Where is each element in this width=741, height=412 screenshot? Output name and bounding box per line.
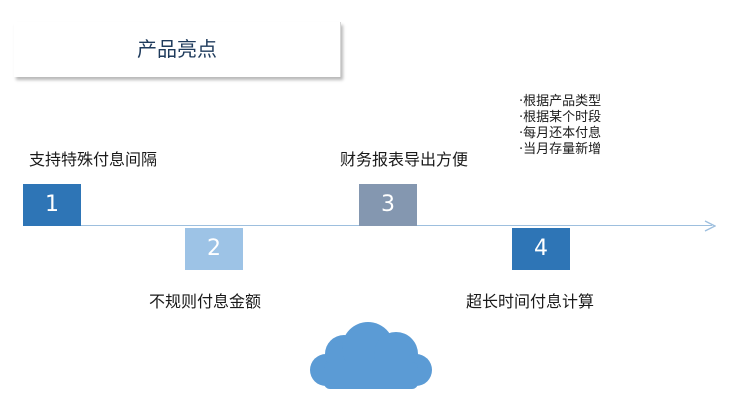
step-4-label: 超长时间付息计算 [466,292,595,311]
notes-list: ·根据产品类型 ·根据某个时段 ·每月还本付息 ·当月存量新增 [519,94,601,158]
timeline-arrowhead [704,220,716,232]
step-2-label: 不规则付息金额 [149,292,262,311]
step-1-label: 支持特殊付息间隔 [29,150,158,169]
title-box: 产品亮点 [14,22,341,77]
note-item: ·当月存量新增 [519,142,602,157]
page-title: 产品亮点 [137,37,217,61]
step-4-box: 4 [512,228,570,270]
step-2-box: 2 [185,228,243,270]
note-item: ·根据产品类型 [519,94,602,109]
note-item: ·每月还本付息 [519,126,602,141]
step-3-label: 财务报表导出方便 [340,150,469,169]
note-item: ·根据某个时段 [519,110,602,125]
step-1-box: 1 [23,184,81,226]
cloud-icon [310,322,432,389]
step-3-box: 3 [359,184,417,226]
